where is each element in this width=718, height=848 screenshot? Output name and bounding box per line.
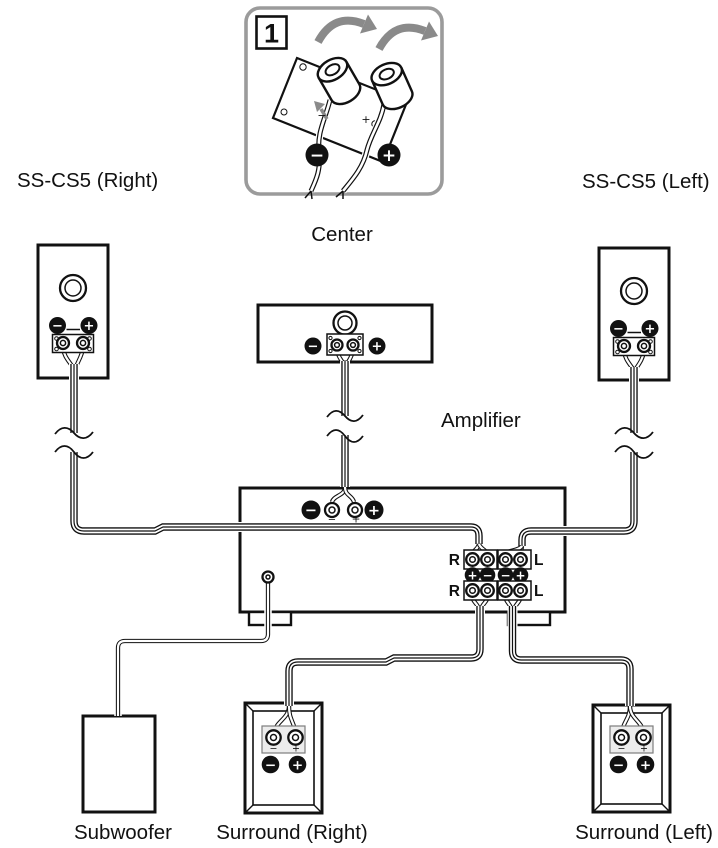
terminal-plus-mark: + [640,744,648,755]
minus-badge-icon [479,567,496,583]
subwoofer-terminal [261,570,275,584]
svg-text:−: − [482,568,492,582]
cable-break [54,426,94,459]
terminals-front-left: − + [610,320,659,357]
svg-text:+: + [292,757,303,773]
svg-text:+: + [382,146,396,166]
step-number: 1 [264,19,279,49]
minus-badge-icon [301,500,321,520]
insert-arrow-icon [314,101,329,120]
subwoofer-box [81,714,157,814]
terminal-minus-mark: − [618,744,626,755]
svg-text:−: − [265,757,276,773]
minus-badge-icon [304,337,322,355]
label-surround-right: Surround (Right) [216,821,368,844]
svg-text:−: − [305,503,317,519]
bevel-ticks [244,702,323,814]
terminals-center: − + [304,333,386,356]
speaker-box [597,246,671,382]
svg-text:+: + [368,503,380,519]
binding-post-knob-left [316,56,362,106]
cable-break [326,409,364,443]
front-row-terminals: R L [449,549,543,570]
surround-row-l-label: L [534,583,543,600]
surround-row-terminals: R L [449,580,543,601]
binding-post-knob-right [370,61,414,111]
cable-center [326,350,364,502]
svg-text:−: − [310,146,324,166]
screw-marks [328,335,362,354]
minus-badge-icon [609,755,628,774]
label-ss-cs5-right: SS-CS5 (Right) [17,169,158,192]
polarity-badge-row: + − − + [464,567,529,583]
minus-badge-icon [261,755,280,774]
minus-badge-icon [305,143,329,167]
terminals-surround-right: − + − + [261,725,307,774]
label-amplifier: Amplifier [441,409,521,432]
rotate-arrow-left-icon [314,14,377,45]
plus-badge-icon [636,755,655,774]
inset-wires [304,100,384,200]
plus-badge-icon [512,567,529,583]
label-ss-cs5-left: SS-CS5 (Left) [582,170,710,193]
svg-text:−: − [52,319,63,334]
speaker-front-left [597,246,671,382]
plus-badge-icon [377,143,401,167]
inset-step-box: 1 [244,6,444,200]
plus-badge-icon [80,317,98,334]
minus-badge-icon [497,567,514,583]
step-number-box [255,15,288,50]
svg-text:−: − [613,757,624,773]
plus-badge-icon [641,320,659,337]
rotate-arrow-right-icon [375,21,438,52]
terminal-plus-mark: + [292,744,300,755]
svg-text:+: + [515,568,525,582]
svg-text:+: + [467,568,477,582]
label-center: Center [311,223,373,246]
speaker-front-right [36,243,110,380]
plus-badge-icon [364,500,384,520]
terminal-plus-mark: + [352,514,361,526]
surround-row-r-label: R [449,583,460,600]
cable-front-right [54,348,488,554]
svg-text:−: − [500,568,510,582]
svg-text:−: − [613,322,624,337]
plus-badge-icon [464,567,481,583]
label-subwoofer: Subwoofer [74,821,172,844]
terminal-plus-mark: + [361,113,370,126]
terminal-minus-mark: − [328,515,336,526]
svg-text:+: + [372,340,383,355]
minus-badge-icon [610,320,627,337]
speaker-surround-left [591,703,672,814]
speaker-box [36,243,110,380]
minus-badge-icon [49,317,66,334]
cable-front-left [506,351,654,554]
wire-frays [304,190,344,200]
front-row-l-label: L [534,552,543,569]
svg-text:−: − [308,340,319,355]
plus-badge-icon [288,755,307,774]
terminals-surround-left: − + − + [609,725,655,774]
terminal-minus-mark: − [270,744,278,755]
svg-text:+: + [640,757,651,773]
amp-center-terminals: − + − + [301,500,384,526]
bevel-ticks [592,704,671,813]
svg-text:+: + [645,322,656,337]
label-surround-left: Surround (Left) [575,821,713,844]
plus-badge-icon [368,337,386,355]
terminal-minus-mark: − [317,109,326,122]
svg-text:+: + [84,319,95,334]
front-row-r-label: R [449,552,460,569]
amp-speaker-terminal-panel: R L + − − + R L [449,549,543,601]
cable-break [614,426,654,459]
speaker-surround-right [243,701,324,815]
terminals-front-right: − + [49,317,98,354]
